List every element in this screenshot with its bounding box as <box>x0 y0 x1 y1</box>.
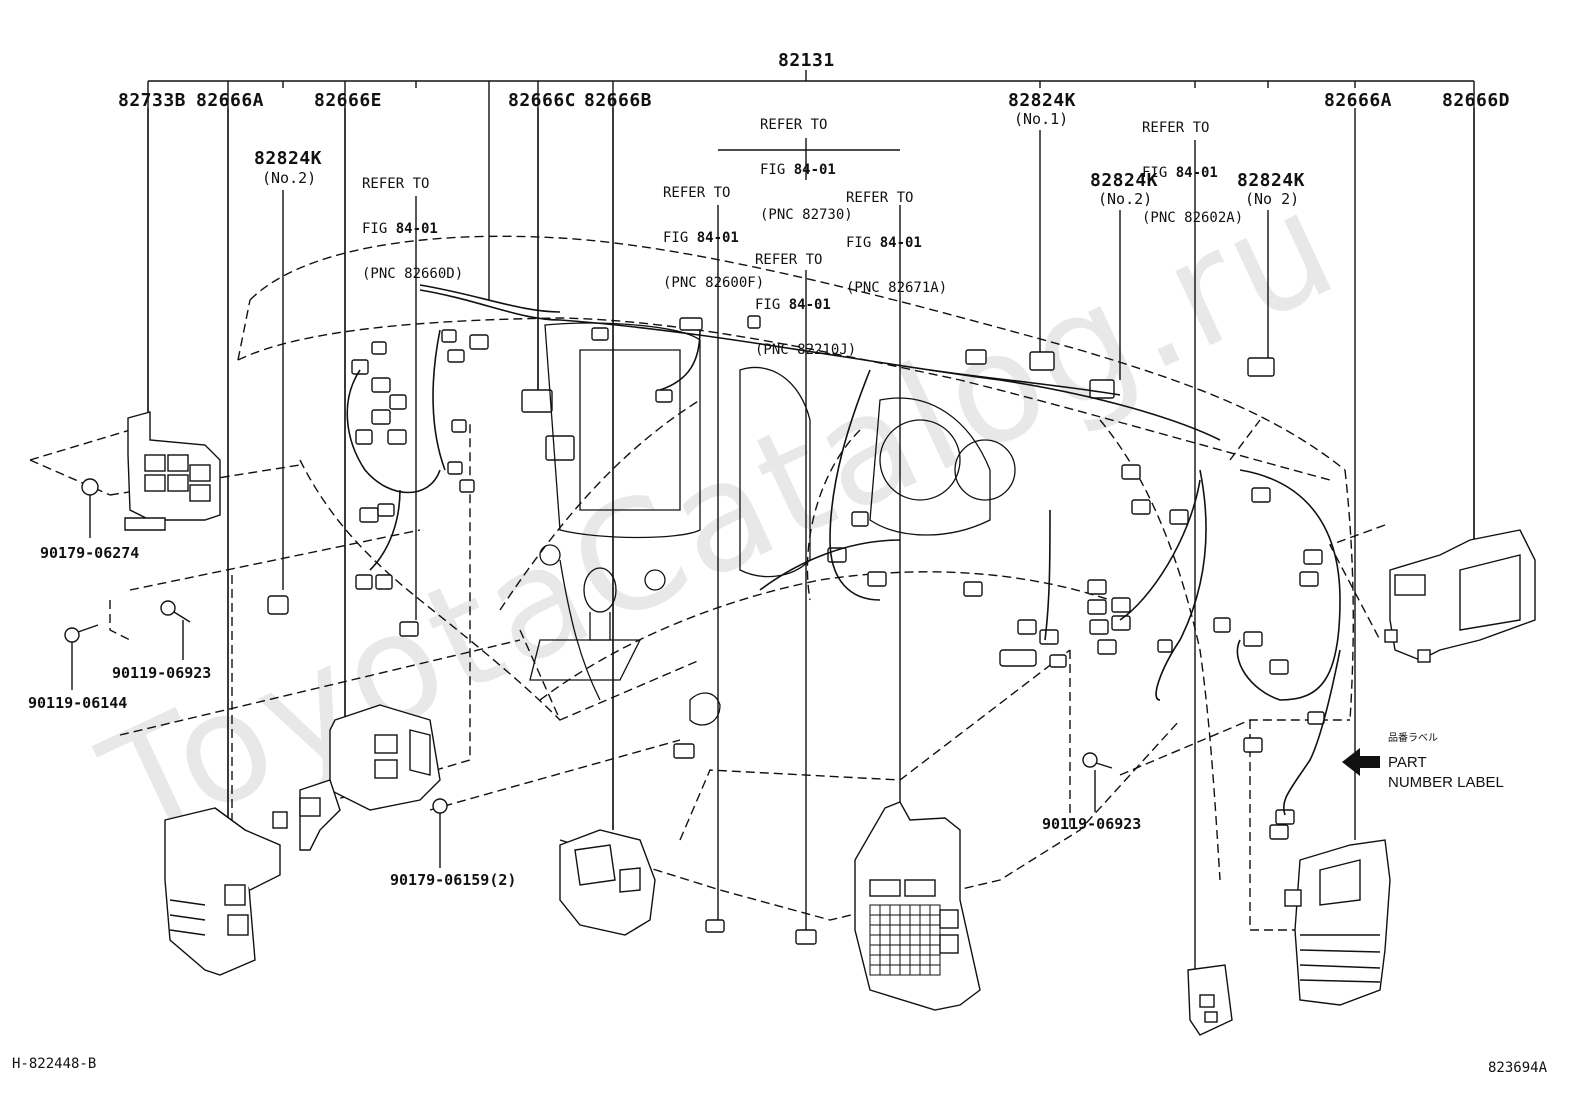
refer-82602A[interactable]: REFER TO FIG 84-01 (PNC 82602A) <box>1142 91 1243 241</box>
refer-82210J[interactable]: REFER TO FIG 84-01 (PNC 82210J) <box>755 223 856 373</box>
refer-82671A-fig-number: 84-01 <box>879 235 922 251</box>
part-82824K-right[interactable]: 82824K <box>1237 170 1306 191</box>
refer-82600F[interactable]: REFER TO FIG 84-01 (PNC 82600F) <box>663 156 764 306</box>
refer-82730-pnc: (PNC 82730) <box>760 207 853 223</box>
refer-82602A-line1: REFER TO <box>1142 120 1210 136</box>
part-82666B[interactable]: 82666B <box>584 90 653 111</box>
part-82824K-no1[interactable]: 82824K <box>1008 90 1077 111</box>
part-82824K-left-qualifier: (No.2) <box>262 169 317 187</box>
part-82666C[interactable]: 82666C <box>508 90 577 111</box>
part-90179-06159[interactable]: 90179-06159(2) <box>390 871 517 889</box>
part-82824K-mid-qualifier: (No.2) <box>1098 190 1153 208</box>
refer-82600F-line1: REFER TO <box>663 185 731 201</box>
refer-82602A-pnc: (PNC 82602A) <box>1142 210 1244 226</box>
refer-82210J-line1: REFER TO <box>755 252 823 268</box>
refer-82210J-fig: FIG <box>755 297 789 313</box>
part-number-label-jp: 品番ラベル <box>1388 733 1438 744</box>
part-90119-06923-right[interactable]: 90119-06923 <box>1042 815 1142 833</box>
refer-82602A-fig-number: 84-01 <box>1175 165 1218 181</box>
refer-82671A-line1: REFER TO <box>846 190 914 206</box>
part-90119-06923-left[interactable]: 90119-06923 <box>112 664 212 682</box>
drawing-code-right: 823694A <box>1488 1060 1548 1076</box>
part-82666D[interactable]: 82666D <box>1442 90 1511 111</box>
refer-82730-fig-number: 84-01 <box>793 162 836 178</box>
part-82824K-left[interactable]: 82824K <box>254 148 323 169</box>
part-82824K-right-qualifier: (No 2) <box>1245 190 1300 208</box>
part-number-label-line1: PART <box>1388 754 1427 771</box>
refer-82660D[interactable]: REFER TO FIG 84-01 (PNC 82660D) <box>362 147 463 297</box>
part-label-arrow-icon <box>1342 748 1380 776</box>
refer-82660D-fig-number: 84-01 <box>395 221 438 237</box>
part-90119-06144[interactable]: 90119-06144 <box>28 694 128 712</box>
refer-82210J-fig-number: 84-01 <box>788 297 831 313</box>
drawing-code-left: H-822448-B <box>12 1056 97 1072</box>
refer-82210J-pnc: (PNC 82210J) <box>755 342 857 358</box>
refer-82730-fig: FIG <box>760 162 794 178</box>
refer-82730[interactable]: REFER TO FIG 84-01 (PNC 82730) <box>760 88 853 238</box>
refer-82660D-fig: FIG <box>362 221 396 237</box>
refer-82660D-pnc: (PNC 82660D) <box>362 266 464 282</box>
part-82824K-no1-qualifier: (No.1) <box>1014 110 1069 128</box>
part-82666A-left[interactable]: 82666A <box>196 90 265 111</box>
part-82824K-mid[interactable]: 82824K <box>1090 170 1159 191</box>
refer-82600F-fig-number: 84-01 <box>696 230 739 246</box>
part-82666E[interactable]: 82666E <box>314 90 383 111</box>
refer-82671A-pnc: (PNC 82671A) <box>846 280 948 296</box>
refer-82660D-line1: REFER TO <box>362 176 430 192</box>
part-82733B[interactable]: 82733B <box>118 90 187 111</box>
refer-82671A-fig: FIG <box>846 235 880 251</box>
refer-82602A-fig: FIG <box>1142 165 1176 181</box>
part-82131[interactable]: 82131 <box>778 50 835 71</box>
refer-82730-line1: REFER TO <box>760 117 828 133</box>
refer-82671A[interactable]: REFER TO FIG 84-01 (PNC 82671A) <box>846 161 947 311</box>
part-90179-06274[interactable]: 90179-06274 <box>40 544 140 562</box>
part-82666A-right[interactable]: 82666A <box>1324 90 1393 111</box>
refer-82600F-fig: FIG <box>663 230 697 246</box>
refer-82600F-pnc: (PNC 82600F) <box>663 275 765 291</box>
part-number-label-line2: NUMBER LABEL <box>1388 774 1504 791</box>
